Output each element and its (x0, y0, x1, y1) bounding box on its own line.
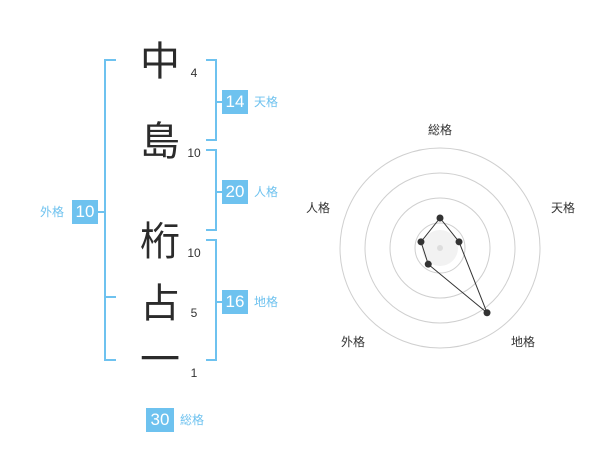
jinkaku-bracket (206, 149, 217, 231)
radar-point-3 (483, 309, 491, 317)
chikaku-label: 地格 (254, 295, 279, 309)
radar-axis-label-jinkaku: 人格 (306, 201, 331, 215)
radar-axis-label-tenkaku: 天格 (551, 201, 576, 215)
chikaku-value-badge: 16 (222, 290, 248, 314)
radar-center-dot (437, 245, 443, 251)
radar-point-2 (455, 238, 463, 246)
tenkaku-value-badge: 14 (222, 90, 248, 114)
radar-ring-2 (389, 197, 491, 299)
radar-polygon (420, 217, 488, 314)
soukaku-value-badge: 30 (146, 408, 174, 432)
radar-ring-1 (414, 222, 466, 274)
stroke-count-1: 4 (190, 66, 198, 80)
stroke-count-5: 1 (190, 366, 198, 380)
name-char-4: 占 (140, 281, 180, 327)
stroke-count-2: 10 (187, 146, 201, 160)
stroke-count-4: 5 (190, 306, 198, 320)
tenkaku-bracket (206, 59, 217, 141)
radar-axis-label-gaikaku: 外格 (341, 335, 366, 349)
chikaku-bracket (206, 239, 217, 361)
gaikaku-value-badge: 10 (72, 200, 98, 224)
radar-point-4 (424, 260, 432, 268)
radar-ring-3 (364, 172, 516, 324)
tenkaku-label: 天格 (254, 95, 279, 109)
radar-point-1 (436, 214, 444, 222)
name-char-2: 島 (140, 119, 180, 165)
stroke-count-3: 10 (187, 246, 201, 260)
jinkaku-label: 人格 (254, 185, 279, 199)
radar-axis-label-chikaku: 地格 (511, 335, 536, 349)
name-char-1: 中 (140, 39, 180, 85)
soukaku-label: 総格 (180, 413, 205, 427)
name-char-3: 桁 (140, 219, 180, 265)
jinkaku-value-badge: 20 (222, 180, 248, 204)
radar-axis-label-soukaku: 総格 (428, 123, 453, 137)
gaikaku-bracket (104, 59, 116, 361)
radar-ring-4 (339, 147, 541, 349)
radar-point-5 (417, 238, 425, 246)
gaikaku-label: 外格 (40, 205, 65, 219)
name-char-5: 一 (140, 337, 180, 383)
